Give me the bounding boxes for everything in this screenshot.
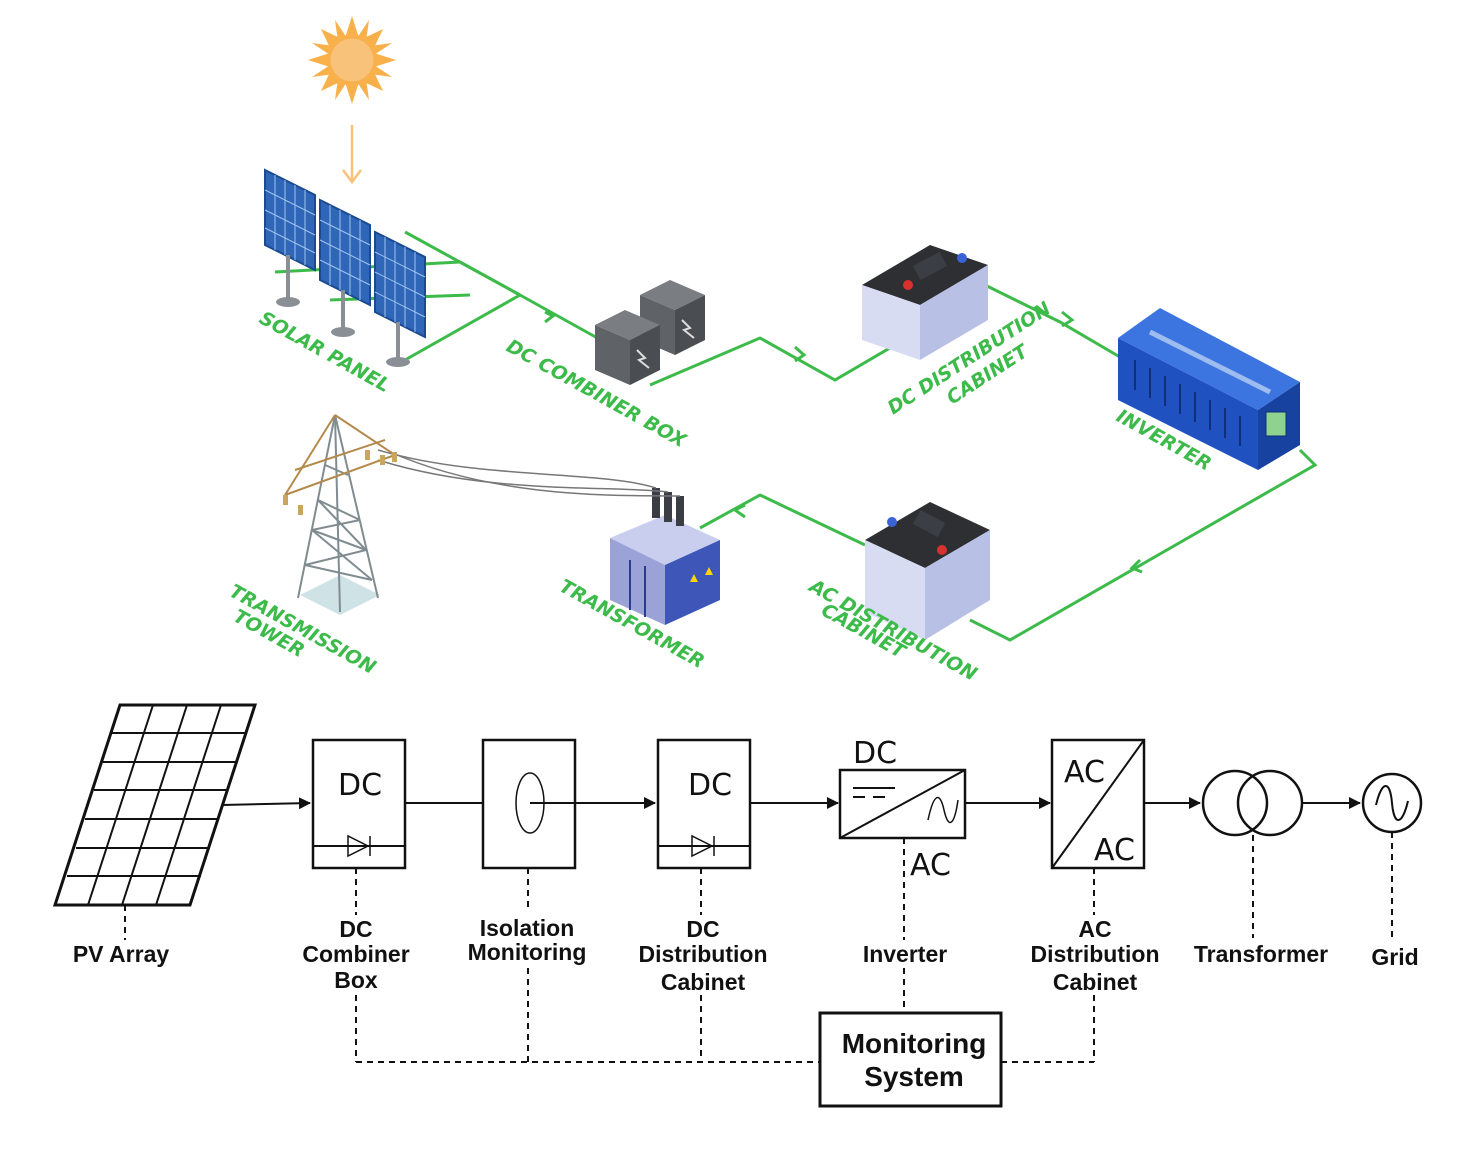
label-dc-dist-2: Distribution [638, 941, 767, 967]
label-dc-combiner-3: Box [334, 967, 378, 993]
ac-distribution-cabinet-symbol: AC AC [1050, 738, 1146, 870]
label-grid: Grid [1371, 944, 1418, 970]
inverter-icon [1118, 308, 1300, 470]
ac-dist-ac-top-text: AC [1064, 755, 1105, 790]
monitoring-label-2: System [864, 1061, 964, 1092]
transformer-symbol [1201, 769, 1304, 837]
sunlight-arrow [342, 125, 362, 185]
label-isolation-2: Monitoring [468, 939, 587, 965]
power-lines [377, 449, 681, 497]
dc-dist-dc-text: DC [688, 768, 732, 803]
inverter-symbol: DC AC [838, 736, 967, 883]
inverter-ac-text: AC [910, 848, 951, 883]
inverter-dc-text: DC [853, 736, 897, 771]
schematic-labels: PV Array DC Combiner Box Isolation Monit… [73, 915, 1419, 995]
dc-combiner-box-icon [595, 280, 705, 385]
ac-dist-ac-bottom-text: AC [1094, 833, 1135, 868]
label-isolation-1: Isolation [480, 915, 575, 941]
dc-distribution-cabinet-symbol: DC [656, 738, 752, 870]
label-dc-combiner-1: DC [339, 916, 372, 942]
label-ac-dist-1: AC [1078, 916, 1111, 942]
pictorial-section: SOLAR PANEL DC COMBINER BOX DC DISTRIBUT… [226, 16, 1318, 685]
label-ac-dist-2: Distribution [1030, 941, 1159, 967]
sun-icon [308, 16, 396, 104]
dc-combiner-box-symbol: DC [311, 738, 407, 870]
solar-panel-icon [264, 168, 426, 367]
label-pv-array: PV Array [73, 941, 170, 967]
monitoring-system-box: Monitoring System [818, 1011, 1003, 1108]
monitoring-label-1: Monitoring [842, 1028, 987, 1059]
label-ac-dist-3: Cabinet [1053, 969, 1138, 995]
schematic-section: DC DC DC AC AC [52, 703, 1423, 1108]
transformer-icon [610, 488, 720, 625]
label-solar-panel: SOLAR PANEL [256, 307, 394, 397]
dc-distribution-cabinet-icon [862, 245, 988, 360]
label-transformer: Transformer [1194, 941, 1328, 967]
monitoring-connections [124, 832, 1393, 1063]
flow-lines [221, 797, 1361, 810]
label-dc-dist-3: Cabinet [661, 969, 746, 995]
label-inverter: Inverter [863, 941, 947, 967]
grid-symbol [1361, 772, 1423, 834]
transmission-tower-icon [283, 414, 397, 615]
label-dc-combiner-2: Combiner [302, 941, 409, 967]
combiner-dc-text: DC [338, 768, 382, 803]
ac-distribution-cabinet-icon [865, 502, 990, 640]
pv-array-symbol [52, 703, 258, 907]
label-dc-dist-1: DC [686, 916, 719, 942]
